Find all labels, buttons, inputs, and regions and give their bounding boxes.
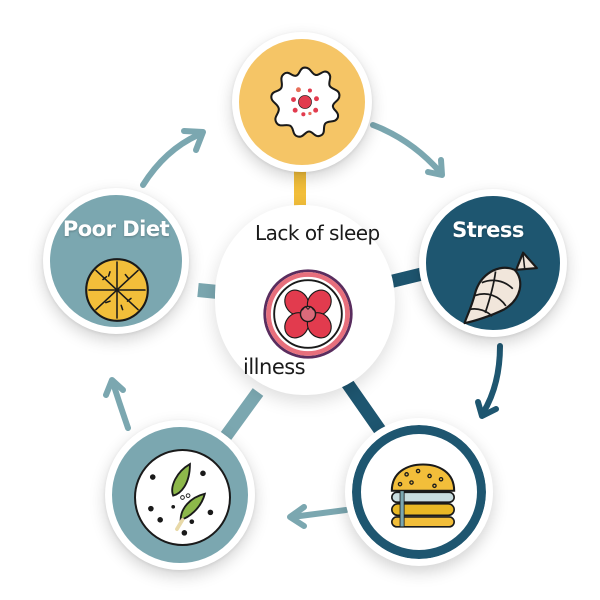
- node-poor-diet: Poor Diet: [43, 188, 189, 334]
- center-label-illness: illness: [243, 355, 306, 379]
- arrow-left-to-top: [140, 128, 206, 188]
- node-label-stress: Stress: [452, 218, 524, 242]
- turnip-icon: [463, 251, 538, 325]
- center-label-lack-of-sleep: Lack of sleep: [255, 221, 380, 245]
- arrow-right-to-bottom-right: [475, 343, 503, 419]
- node-top: [232, 32, 372, 172]
- seeds-dish-icon: [148, 462, 214, 536]
- seeds-dish: [134, 449, 231, 546]
- virus-icon: [270, 66, 341, 138]
- arrow-bottom-right-to-bottom-left: [287, 504, 349, 529]
- connector-bottom-left: [220, 388, 264, 440]
- burger-icon: [390, 463, 456, 528]
- connector-bottom-right: [339, 376, 388, 437]
- center-node: Lack of sleep illness: [215, 205, 395, 395]
- node-burger: [345, 418, 493, 566]
- arrow-top-to-right: [370, 122, 445, 178]
- citrus-slice-icon: [85, 258, 149, 322]
- node-label-poor-diet: Poor Diet: [62, 217, 170, 241]
- node-seeds: [105, 420, 255, 570]
- connector-left: [197, 283, 219, 299]
- arrow-bottom-left-to-left: [103, 377, 131, 431]
- node-stress: Stress: [419, 189, 567, 337]
- flower-icon: [263, 269, 353, 359]
